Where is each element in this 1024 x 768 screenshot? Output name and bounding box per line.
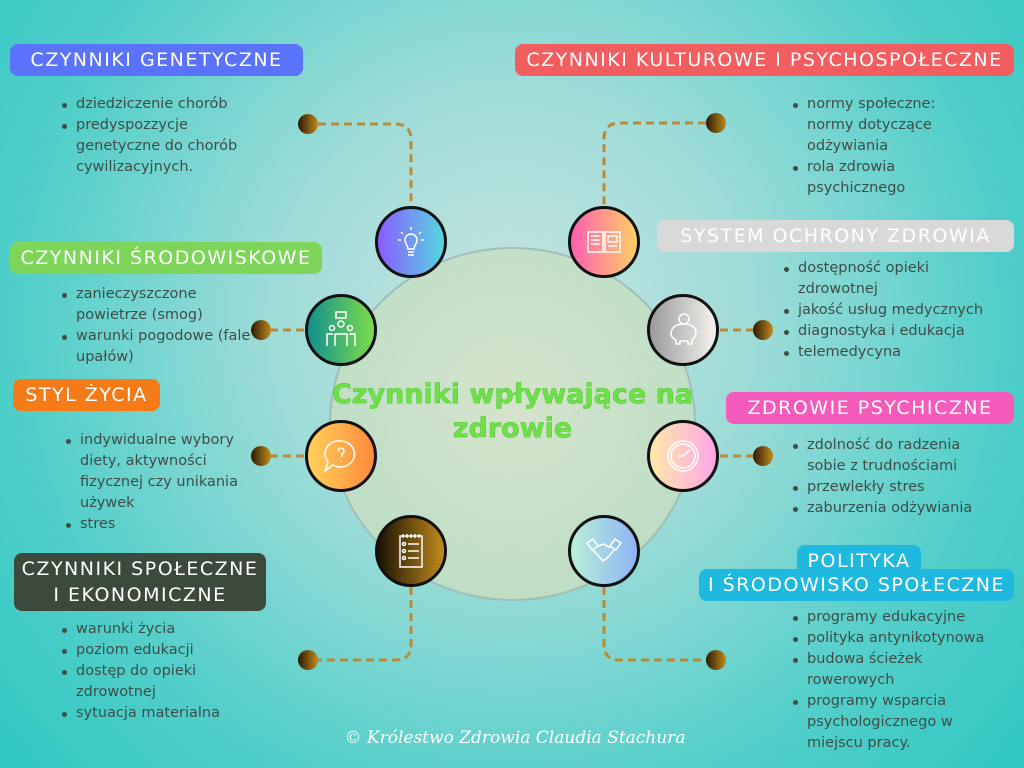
list-item: jakość usług medycznych <box>784 300 984 321</box>
connector-dot <box>753 446 773 466</box>
list-item: dziedziczenie chorób <box>62 94 262 115</box>
handshake-icon <box>568 515 640 587</box>
list-item: normy społeczne: normy dotyczące odżywia… <box>793 94 963 157</box>
clock-icon <box>647 420 719 492</box>
checklist-icon <box>375 515 447 587</box>
list-item: predyspozzycje genetyczne do chorób cywi… <box>62 115 262 178</box>
connector-dot <box>251 446 271 466</box>
tag-social: CZYNNIKI SPOŁECZNE I EKONOMICZNE <box>14 553 266 611</box>
list-cultural: normy społeczne: normy dotyczące odżywia… <box>793 94 963 199</box>
list-item: przewlekły stres <box>793 477 993 498</box>
connector-dot <box>706 650 726 670</box>
connector-dot <box>753 320 773 340</box>
list-item: telemedycyna <box>784 342 984 363</box>
list-item: warunki życia <box>62 619 252 640</box>
list-environmental: zanieczyszczone powietrze (smog) warunki… <box>62 284 252 368</box>
open-book-icon <box>568 206 640 278</box>
list-item: rola zdrowia psychicznego <box>793 157 963 199</box>
list-item: polityka antynikotynowa <box>793 628 1008 649</box>
list-item: programy edukacyjne <box>793 607 1008 628</box>
list-item: budowa ścieżek rowerowych <box>793 649 1008 691</box>
piggy-bank-icon <box>647 294 719 366</box>
list-item: zanieczyszczone powietrze (smog) <box>62 284 252 326</box>
connector-dot <box>298 650 318 670</box>
connector-dot <box>251 320 271 340</box>
list-lifestyle: indywidualne wybory diety, aktywności fi… <box>66 430 256 535</box>
tag-healthcare: SYSTEM OCHRONY ZDROWIA <box>657 220 1014 252</box>
list-item: indywidualne wybory diety, aktywności fi… <box>66 430 256 514</box>
list-item: programy wsparcia psychologicznego w mie… <box>793 691 1008 754</box>
list-item: warunki pogodowe (fale upałów) <box>62 326 252 368</box>
list-policy: programy edukacyjne polityka antynikotyn… <box>793 607 1008 754</box>
main-title: Czynniki wpływające na zdrowie <box>331 379 694 445</box>
list-item: zaburzenia odżywiania <box>793 498 993 519</box>
tag-policy-line2: I ŚRODOWISKO SPOŁECZNE <box>699 569 1014 601</box>
tag-social-line2: I EKONOMICZNE <box>53 584 227 606</box>
list-item: dostęp do opieki zdrowotnej <box>62 661 252 703</box>
tag-genetic: CZYNNIKI GENETYCZNE <box>10 44 303 76</box>
copyright-footer: © Królestwo Zdrowia Claudia Stachura <box>344 728 686 748</box>
list-social: warunki życia poziom edukacji dostęp do … <box>62 619 252 724</box>
tag-mental: ZDROWIE PSYCHICZNE <box>726 392 1014 424</box>
list-item: dostępność opieki zdrowotnej <box>784 258 984 300</box>
people-group-icon <box>305 294 377 366</box>
list-item: zdolność do radzenia sobie z trudnościam… <box>793 435 993 477</box>
list-item: sytuacja materialna <box>62 703 252 724</box>
list-mental: zdolność do radzenia sobie z trudnościam… <box>793 435 993 519</box>
list-item: poziom edukacji <box>62 640 252 661</box>
list-item: stres <box>66 514 256 535</box>
list-healthcare: dostępność opieki zdrowotnej jakość usłu… <box>784 258 984 363</box>
connector-dot <box>706 113 726 133</box>
tag-cultural: CZYNNIKI KULTUROWE I PSYCHOSPOŁECZNE <box>515 44 1014 76</box>
list-genetic: dziedziczenie chorób predyspozzycje gene… <box>62 94 262 178</box>
lightbulb-icon <box>375 206 447 278</box>
tag-social-line1: CZYNNIKI SPOŁECZNE <box>21 558 259 580</box>
tag-environmental: CZYNNIKI ŚRODOWISKOWE <box>10 242 322 274</box>
list-item: diagnostyka i edukacja <box>784 321 984 342</box>
tag-lifestyle: STYL ŻYCIA <box>13 379 160 411</box>
question-bubble-icon <box>305 420 377 492</box>
connector-dot <box>298 114 318 134</box>
